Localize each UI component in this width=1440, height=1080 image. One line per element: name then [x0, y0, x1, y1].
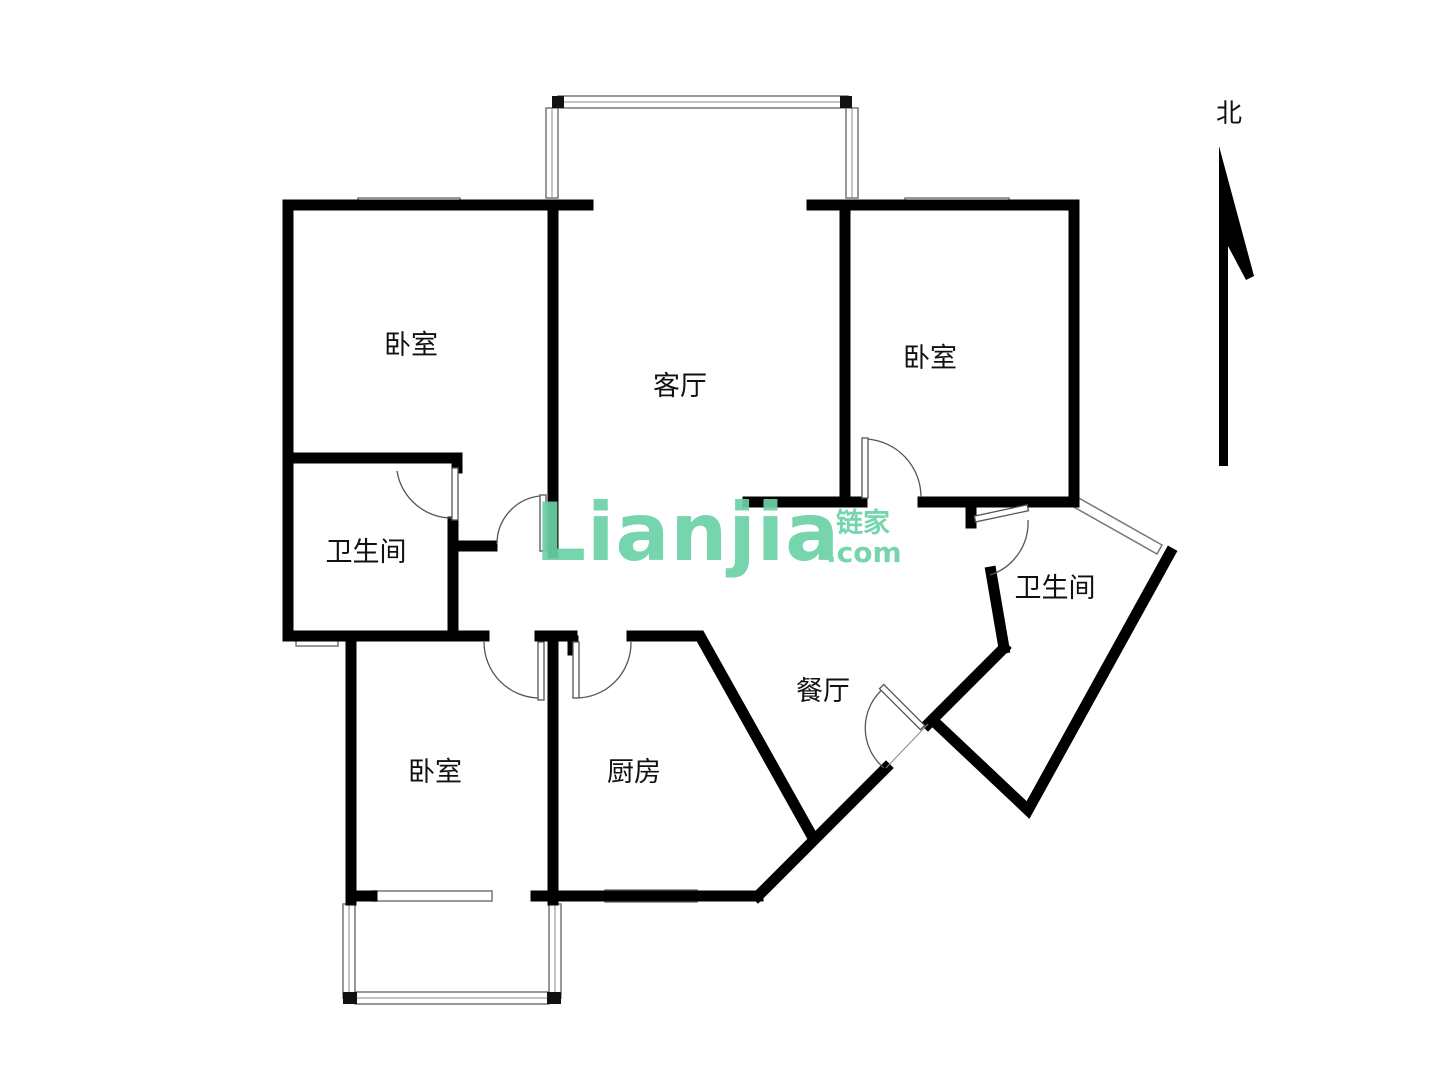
room-label-dining-room: 餐厅: [796, 676, 850, 707]
watermark: Lianjia 链家 .com: [535, 486, 902, 579]
doors: [396, 437, 1030, 769]
room-label-bedroom-nw: 卧室: [384, 330, 438, 361]
watermark-brand: Lianjia: [535, 486, 840, 579]
room-label-kitchen: 厨房: [607, 757, 661, 788]
room-label-living-room: 客厅: [653, 371, 707, 402]
watermark-domain: .com: [826, 536, 902, 569]
north-arrow-icon: [1219, 146, 1254, 466]
watermark-cn: 链家: [836, 507, 890, 539]
room-labels: 卧室 客厅 卧室 卫生间 卫生间 餐厅 卧室 厨房: [326, 330, 1096, 788]
room-label-bedroom-ne: 卧室: [903, 343, 957, 374]
walls: [282, 199, 1178, 906]
room-label-bedroom-sw: 卧室: [408, 757, 462, 788]
north-label: 北: [1216, 99, 1242, 129]
room-label-bathroom-w: 卫生间: [326, 537, 407, 568]
room-label-bathroom-e: 卫生间: [1015, 573, 1096, 604]
north-arrow: 北: [1216, 99, 1254, 466]
